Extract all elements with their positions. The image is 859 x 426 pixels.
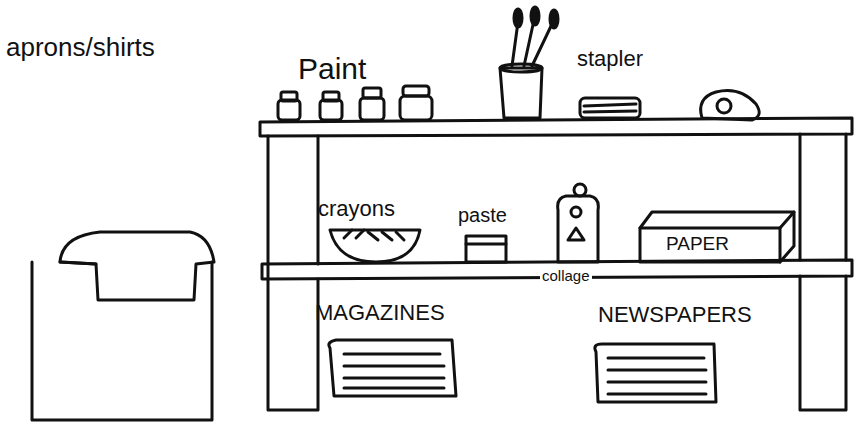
paint-label: Paint <box>298 54 366 84</box>
shelf-unit <box>260 118 852 410</box>
stapler-label: stapler <box>577 48 643 70</box>
magazine-stack <box>329 340 456 396</box>
paint-jars <box>278 86 432 120</box>
newspaper-stack <box>595 344 716 402</box>
apron-bin <box>32 232 214 420</box>
paste-label: paste <box>458 205 507 225</box>
bin-label: aprons/shirts <box>6 34 155 60</box>
paper-label: PAPER <box>666 234 729 253</box>
magazines-label: MAGAZINES <box>315 302 445 324</box>
newspapers-label: NEWSPAPERS <box>598 304 752 326</box>
collage-label: collage <box>540 268 592 283</box>
paper-box <box>640 212 794 262</box>
brush-cup <box>500 7 558 118</box>
collage-jar <box>558 184 599 262</box>
crayons-label: crayons <box>318 198 395 220</box>
stapler <box>580 98 640 118</box>
tape-dispenser <box>701 91 760 121</box>
crayon-bowl <box>330 230 420 262</box>
paste-pot <box>466 236 506 262</box>
